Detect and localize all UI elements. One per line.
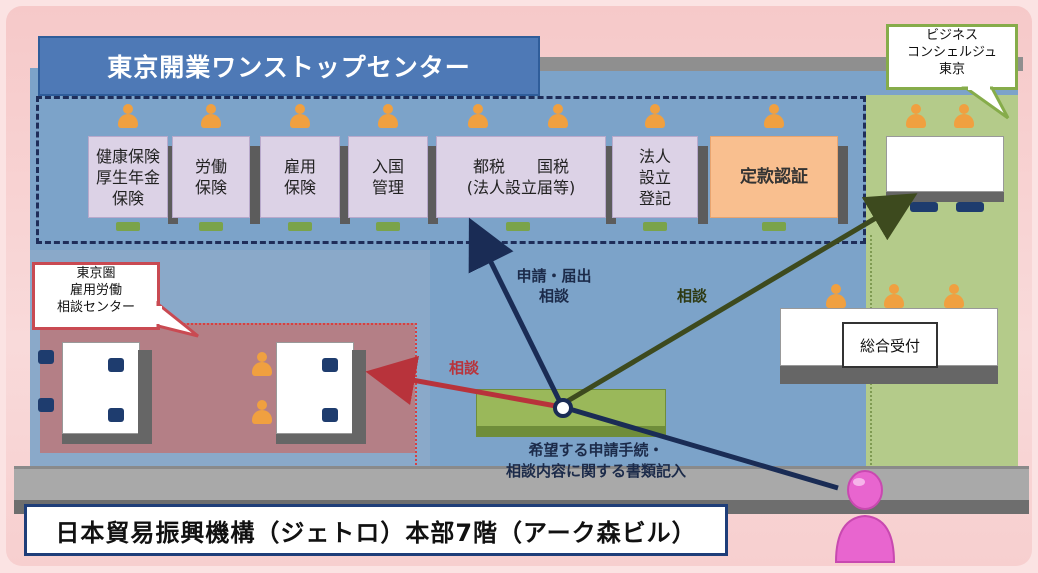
visitor-icon — [834, 470, 896, 563]
staff-person-icon — [548, 104, 568, 128]
one-stop-counter-group — [36, 96, 866, 244]
service-counter: 定款認証 — [710, 136, 838, 218]
counter-shadow — [428, 146, 438, 224]
counter-label-line: 保険 — [283, 178, 316, 197]
staff-person-icon — [290, 104, 310, 128]
business-concierge-callout: ビジネス コンシェルジュ 東京 — [886, 24, 1018, 90]
counter-shadow — [250, 146, 260, 224]
form-writing-label: 希望する申請手続・ 相談内容に関する書類記入 — [436, 440, 756, 482]
flow-origin-point — [553, 398, 573, 418]
chair-icon — [322, 408, 338, 422]
counter-label-line: 保険 — [194, 178, 227, 197]
service-counter: 労働保険 — [172, 136, 250, 218]
staff-person-icon — [954, 104, 974, 128]
counter-label-line: 入国 — [371, 157, 404, 176]
counter-shadow — [340, 146, 350, 224]
counter-label-line: 都税 国税 — [472, 157, 569, 176]
reception-label: 総合受付 — [842, 322, 938, 368]
counter-shadow — [698, 146, 708, 224]
counter-label-line: 管理 — [371, 178, 404, 197]
chair-icon — [38, 350, 54, 364]
seat-icon — [288, 222, 312, 231]
callout-line: 雇用労働 — [69, 283, 122, 298]
staff-person-icon — [826, 284, 846, 308]
counter-label-line: (法人設立届等) — [466, 178, 576, 197]
service-counter: 法人設立登記 — [612, 136, 698, 218]
seat-icon — [506, 222, 530, 231]
desk-shadow — [780, 364, 998, 384]
chair-icon — [910, 202, 938, 212]
service-counter: 入国管理 — [348, 136, 428, 218]
arrow-to-business-concierge — [564, 193, 918, 405]
counter-label-line: 厚生年金 — [95, 167, 160, 187]
counter-label-line: 雇用 — [283, 157, 316, 176]
callout-line: 東京圏 — [76, 266, 116, 281]
seat-icon — [643, 222, 667, 231]
callout-line: 相談センター — [56, 300, 135, 315]
chair-icon — [108, 358, 124, 372]
staff-person-icon — [884, 284, 904, 308]
labor-center-callout: 東京圏 雇用労働 相談センター — [32, 262, 160, 330]
service-counter: 雇用保険 — [260, 136, 340, 218]
arrow-to-counters — [468, 217, 565, 408]
callout-pointer — [961, 86, 1010, 120]
callout-line: ビジネス — [925, 28, 978, 43]
location-label: 日本貿易振興機構（ジェトロ）本部7階（アーク森ビル） — [24, 504, 728, 556]
form-writing-table-edge — [476, 427, 666, 437]
callout-line: 東京 — [938, 62, 965, 77]
chair-icon — [956, 202, 984, 212]
apply-notify-label: 申請・届出 相談 — [494, 266, 614, 306]
staff-person-icon — [252, 400, 272, 424]
counter-label-line: 登記 — [638, 188, 671, 208]
staff-person-icon — [118, 104, 138, 128]
arrow-to-labor-center — [365, 355, 557, 409]
label-line: 申請・届出 — [516, 267, 592, 285]
callout-line: コンシェルジュ — [906, 45, 998, 60]
staff-person-icon — [645, 104, 665, 128]
seat-icon — [199, 222, 223, 231]
staff-person-icon — [252, 352, 272, 376]
service-counter: 健康保険厚生年金保険 — [88, 136, 168, 218]
staff-person-icon — [764, 104, 784, 128]
chair-icon — [38, 398, 54, 412]
seat-icon — [376, 222, 400, 231]
staff-person-icon — [378, 104, 398, 128]
counter-label-line: 労働 — [194, 157, 227, 176]
chair-icon — [108, 408, 124, 422]
label-line: 希望する申請手続・ — [528, 441, 664, 459]
counter-label-line: 保険 — [111, 188, 144, 208]
consultation-desk — [276, 342, 354, 434]
seat-icon — [116, 222, 140, 231]
counter-label-line: 設立 — [638, 167, 671, 187]
arrow-from-visitor — [565, 405, 839, 491]
counter-label-line: 法人 — [638, 146, 671, 166]
consult-right-label: 相談 — [676, 287, 707, 305]
staff-person-icon — [906, 104, 926, 128]
staff-person-icon — [944, 284, 964, 308]
staff-person-icon — [201, 104, 221, 128]
counter-shadow — [838, 146, 848, 224]
counter-label-line: 定款認証 — [740, 166, 808, 187]
page-title: 東京開業ワンストップセンター — [38, 36, 540, 96]
desk-shadow — [352, 350, 366, 440]
counter-label-line: 健康保険 — [95, 146, 160, 166]
service-counter: 都税 国税 (法人設立届等) — [436, 136, 606, 218]
label-line: 相談 — [538, 287, 569, 305]
counter-shadow — [606, 146, 616, 224]
chair-icon — [322, 358, 338, 372]
consult-left-label: 相談 — [448, 359, 479, 377]
business-concierge-desk — [886, 136, 1004, 192]
desk-shadow — [138, 350, 152, 440]
seat-icon — [762, 222, 786, 231]
staff-person-icon — [468, 104, 488, 128]
callout-pointer — [156, 300, 199, 338]
label-line: 相談内容に関する書類記入 — [505, 462, 686, 480]
